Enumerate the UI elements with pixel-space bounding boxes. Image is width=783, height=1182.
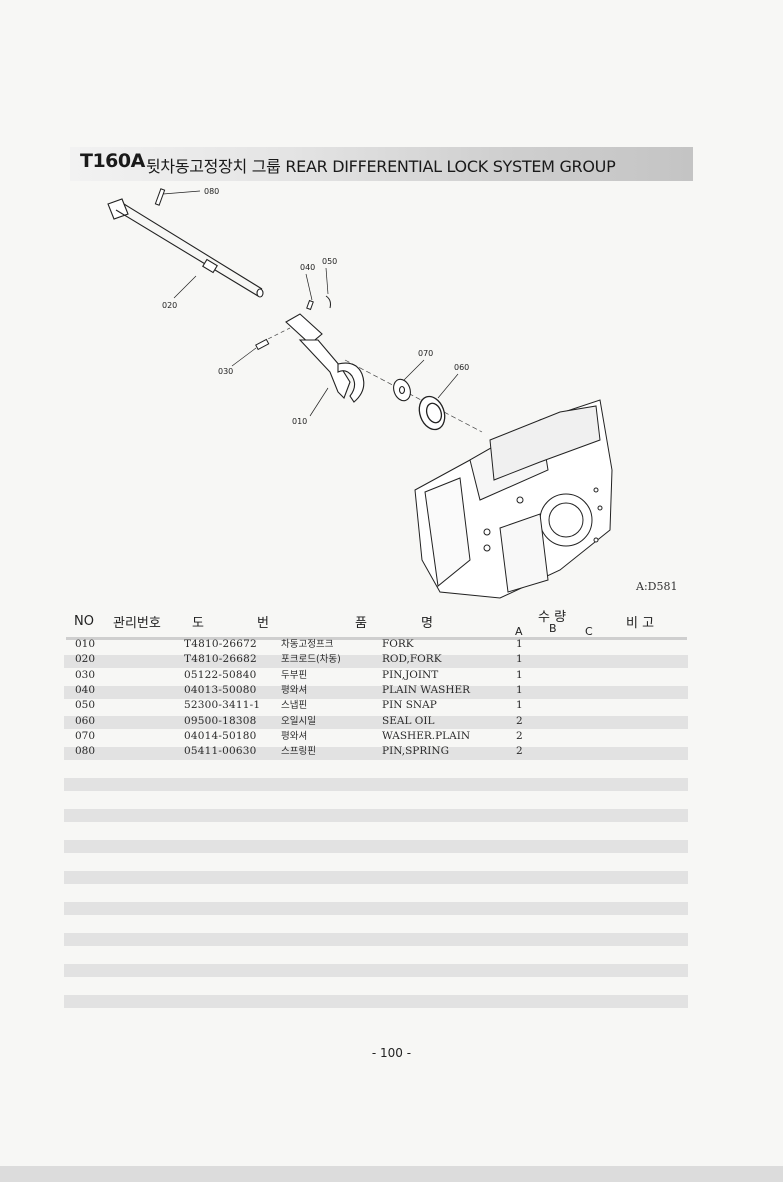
cell-part-number: 04013-50080 (184, 684, 257, 696)
callout-leaders (162, 190, 459, 417)
header-no: NO (74, 614, 94, 629)
table-stripe (64, 778, 688, 791)
header-name-2: 명 (421, 616, 433, 631)
cell-qty-a: 1 (516, 638, 523, 650)
cell-qty-a: 2 (516, 730, 523, 742)
header-qty-b: B (549, 622, 557, 635)
cell-part-number: 05122-50840 (184, 669, 257, 681)
cell-qty-a: 1 (516, 699, 523, 711)
table-row: 070 04014-50180 평와셔 WASHER.PLAIN 2 (0, 729, 783, 744)
table-row: 040 04013-50080 평와셔 PLAIN WASHER 1 (0, 683, 783, 698)
table-row: 030 05122-50840 두부핀 PIN,JOINT 1 (0, 668, 783, 683)
cell-no: 040 (75, 684, 96, 696)
table-stripe (64, 933, 688, 946)
callout-010: 010 (292, 417, 307, 426)
callout-030: 030 (218, 367, 233, 376)
table-stripe (64, 716, 688, 729)
cell-qty-a: 1 (516, 669, 523, 681)
cell-korean-name: 평와셔 (281, 731, 308, 742)
cell-english-name: FORK (382, 638, 414, 650)
page-number: - 100 - (371, 1046, 412, 1060)
table-stripe (64, 995, 688, 1008)
cell-part-number: T4810-26682 (184, 653, 257, 665)
header-drawing-2: 번 (257, 616, 269, 631)
header-qty-a: A (515, 625, 523, 638)
header-qty-c: C (585, 625, 593, 638)
cell-part-number: 04014-50180 (184, 730, 257, 742)
table-row: 010 T4810-26672 차동고정프크 FORK 1 (0, 637, 783, 652)
header-drawing-1: 도 (192, 616, 204, 631)
group-code: T160A (80, 150, 145, 172)
cell-korean-name: 포크로드(차동) (281, 654, 341, 665)
cell-part-number: 52300-3411-1 (184, 699, 261, 711)
transmission-housing (414, 399, 613, 599)
assembly-axis-line (344, 359, 483, 433)
table-stripe (64, 747, 688, 760)
pin-axis-line (261, 327, 291, 343)
cell-english-name: PIN SNAP (382, 699, 437, 711)
cell-qty-a: 2 (516, 715, 523, 727)
header-remarks: 비 고 (626, 616, 655, 631)
cell-english-name: PIN,JOINT (382, 669, 439, 681)
cell-english-name: WASHER.PLAIN (382, 730, 471, 742)
cell-korean-name: 두부핀 (281, 670, 308, 681)
plain-washer-part (393, 378, 411, 402)
table-stripe (64, 871, 688, 884)
callout-080: 080 (204, 187, 219, 196)
cell-english-name: PLAIN WASHER (382, 684, 471, 696)
cell-no: 060 (75, 715, 96, 727)
cell-no: 070 (75, 730, 96, 742)
header-quantity: 수 량 (538, 610, 567, 625)
cell-no: 080 (75, 745, 96, 757)
table-row: 050 52300-3411-1 스냅핀 PIN SNAP 1 (0, 698, 783, 713)
cell-part-number: 05411-00630 (184, 745, 257, 757)
fork-part (285, 313, 365, 403)
oil-seal-part (418, 395, 446, 431)
cell-qty-a: 1 (516, 684, 523, 696)
group-title: 뒷차동고정장치 그룹 REAR DIFFERENTIAL LOCK SYSTEM… (146, 157, 616, 176)
exploded-parts-diagram: 080 020 040 050 030 010 070 060 (107, 187, 613, 599)
cell-english-name: PIN,SPRING (382, 745, 449, 757)
parts-table-header: NO 관리번호 도 번 품 명 수 량 A B C 비 고 (0, 606, 783, 642)
cell-qty-a: 2 (516, 745, 523, 757)
callout-020: 020 (162, 301, 177, 310)
cell-no: 020 (75, 653, 96, 665)
cell-english-name: ROD,FORK (382, 653, 442, 665)
cell-no: 010 (75, 638, 96, 650)
table-stripe (64, 655, 688, 668)
table-row: 060 09500-18308 오일시일 SEAL OIL 2 (0, 714, 783, 729)
spring-pin-part (154, 188, 166, 206)
cell-english-name: SEAL OIL (382, 715, 435, 727)
table-stripe (64, 686, 688, 699)
cell-korean-name: 차동고정프크 (281, 639, 334, 650)
cell-korean-name: 스냅핀 (281, 700, 308, 711)
callout-040: 040 (300, 263, 315, 272)
callout-060: 060 (454, 363, 469, 372)
table-stripe (64, 964, 688, 977)
scan-bottom-edge (0, 1166, 783, 1182)
header-rule (66, 637, 687, 640)
cell-korean-name: 평와셔 (281, 685, 308, 696)
cell-no: 030 (75, 669, 96, 681)
callout-070: 070 (418, 349, 433, 358)
table-row: 080 05411-00630 스프링핀 PIN,SPRING 2 (0, 744, 783, 759)
table-stripe (64, 809, 688, 822)
fork-rod-part (107, 198, 264, 298)
header-name-1: 품 (355, 616, 367, 631)
cell-part-number: T4810-26672 (184, 638, 257, 650)
cell-part-number: 09500-18308 (184, 715, 257, 727)
table-row: 020 T4810-26682 포크로드(차동) ROD,FORK 1 (0, 652, 783, 667)
cell-qty-a: 1 (516, 653, 523, 665)
cell-no: 050 (75, 699, 96, 711)
cell-korean-name: 오일시일 (281, 716, 316, 727)
table-stripe (64, 840, 688, 853)
joint-pin-part (255, 338, 270, 351)
title-bar (70, 147, 693, 181)
diagram-reference: A:D581 (636, 580, 678, 593)
table-stripe (64, 902, 688, 915)
callout-050: 050 (322, 257, 337, 266)
plain-washer-and-snap-pin (306, 295, 331, 311)
cell-korean-name: 스프링핀 (281, 746, 316, 757)
header-control-number: 관리번호 (113, 616, 161, 631)
